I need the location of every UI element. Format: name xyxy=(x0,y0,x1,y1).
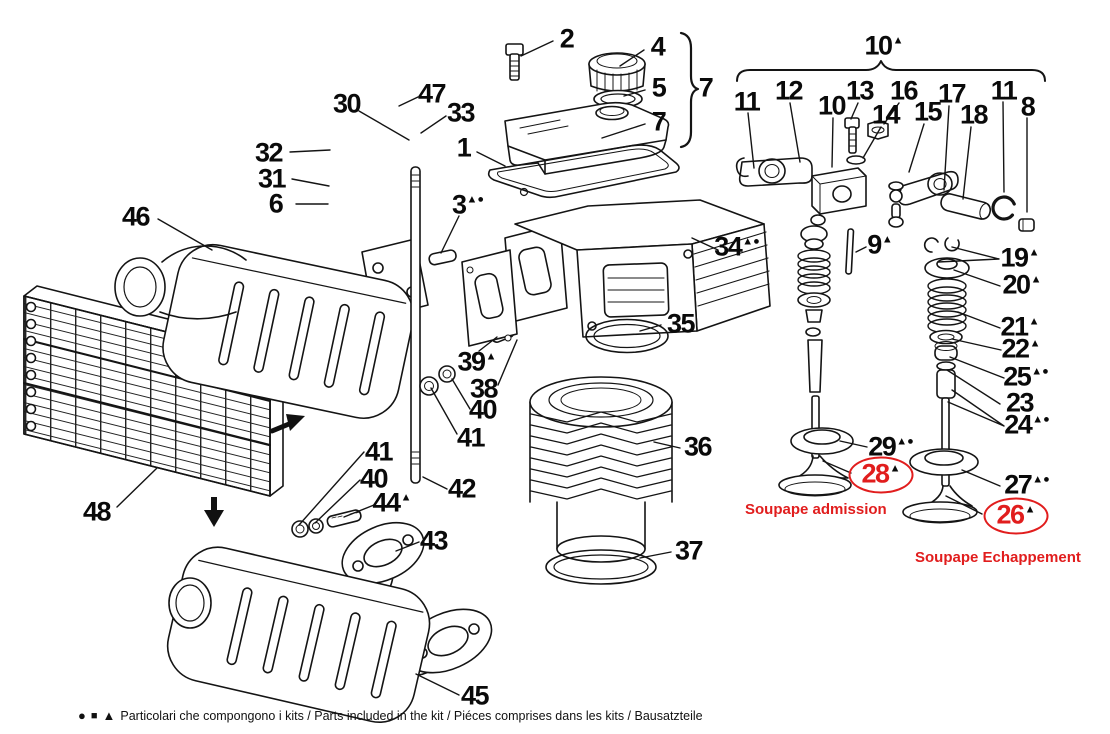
part-label-2: 2 xyxy=(559,23,575,54)
part-label-24: 24▲● xyxy=(1004,409,1050,440)
part-label-48: 48 xyxy=(82,496,112,527)
cylinder-head-34-drawing xyxy=(461,199,771,347)
part-label-10-kit: 10▲ xyxy=(864,30,904,61)
part-label-10: 10 xyxy=(817,90,847,121)
cylinder-36-drawing xyxy=(529,376,673,563)
part-label-20: 20▲ xyxy=(1002,269,1042,300)
part-label-7: 7 xyxy=(651,106,667,137)
part-label-5: 5 xyxy=(651,72,667,103)
part-label-11-second: 11 xyxy=(990,75,1018,106)
hardware-41-40-44-drawing xyxy=(291,509,362,538)
part-label-45: 45 xyxy=(460,680,490,711)
part-label-12: 12 xyxy=(774,75,804,106)
part-label-33: 33 xyxy=(446,97,476,128)
part-label-19: 19▲ xyxy=(1000,242,1040,273)
part-label-27: 27▲● xyxy=(1004,469,1050,500)
part-label-29: 29▲● xyxy=(868,431,914,462)
part-label-30: 30 xyxy=(332,88,362,119)
part-label-23: 23 xyxy=(1005,387,1035,418)
part-label-3: 3▲● xyxy=(451,189,485,220)
part-label-32: 32 xyxy=(254,137,284,168)
kit-legend-text: Particolari che compongono i kits / Part… xyxy=(120,708,703,723)
part-label-16: 16 xyxy=(889,75,919,106)
part-label-40-second: 40 xyxy=(359,463,389,494)
part-label-18: 18 xyxy=(959,99,989,130)
part-label-11: 11 xyxy=(733,86,761,117)
bolt-2-drawing xyxy=(505,43,524,81)
oil-cap-4-drawing xyxy=(588,52,646,95)
part-label-36: 36 xyxy=(683,431,713,462)
part-label-42: 42 xyxy=(447,473,477,504)
muffler-45-drawing xyxy=(166,546,431,723)
exhaust-valve-stack-drawing xyxy=(902,237,979,524)
head-gasket-35-drawing xyxy=(585,318,669,354)
part-label-31: 31 xyxy=(257,163,287,194)
bracket-7 xyxy=(679,31,700,149)
bracket-10 xyxy=(736,60,1046,82)
part-label-47: 47 xyxy=(417,78,447,109)
part-label-21: 21▲ xyxy=(1000,311,1040,342)
part-label-17: 17 xyxy=(937,78,967,109)
part-label-15: 15 xyxy=(913,96,943,127)
part-label-39: 39▲ xyxy=(457,346,497,377)
part-label-22: 22▲ xyxy=(1001,333,1041,364)
part-label-41: 41 xyxy=(456,422,486,453)
studs-and-washers-drawing xyxy=(410,166,515,484)
part-label-35: 35 xyxy=(666,308,696,339)
leader-lines xyxy=(116,40,1028,696)
part-label-38: 38 xyxy=(469,373,499,404)
part-label-37: 37 xyxy=(674,535,704,566)
part-label-9: 9▲ xyxy=(867,229,893,260)
part-label-41-second: 41 xyxy=(364,436,394,467)
intake-valve-caption: Soupape admission xyxy=(745,501,887,518)
part-label-7-kit: 7 xyxy=(698,72,714,103)
part-label-1: 1 xyxy=(456,132,472,163)
part-label-6: 6 xyxy=(268,188,284,219)
part-label-40: 40 xyxy=(468,394,498,425)
intake-valve-stack-drawing xyxy=(778,225,854,497)
exhaust-valve-caption: Soupape Echappement xyxy=(915,549,1081,566)
part-label-44: 44▲ xyxy=(372,487,412,518)
base-gasket-37-drawing xyxy=(545,549,657,585)
kit-dot-icon: ● xyxy=(78,708,86,723)
part-label-28-circled: 28▲ xyxy=(848,456,914,494)
part-label-26-circled: 26▲ xyxy=(983,497,1049,535)
part-label-25: 25▲● xyxy=(1003,361,1049,392)
part-label-46: 46 xyxy=(121,201,151,232)
part-label-13: 13 xyxy=(845,75,875,106)
part-label-14: 14 xyxy=(871,99,901,130)
kit-triangle-icon: ▲ xyxy=(102,708,116,723)
cover-gasket-1-drawing xyxy=(487,144,680,199)
part-label-34: 34▲● xyxy=(714,231,760,262)
direction-arrows xyxy=(204,414,305,527)
rocker-assembly-drawing xyxy=(735,117,1035,275)
part-label-43: 43 xyxy=(419,525,449,556)
kit-legend: ● ■ ▲ Particolari che compongono i kits … xyxy=(78,708,703,723)
kit-square-icon: ■ xyxy=(90,709,98,722)
part-label-4: 4 xyxy=(650,31,666,62)
part-label-8: 8 xyxy=(1020,91,1036,122)
